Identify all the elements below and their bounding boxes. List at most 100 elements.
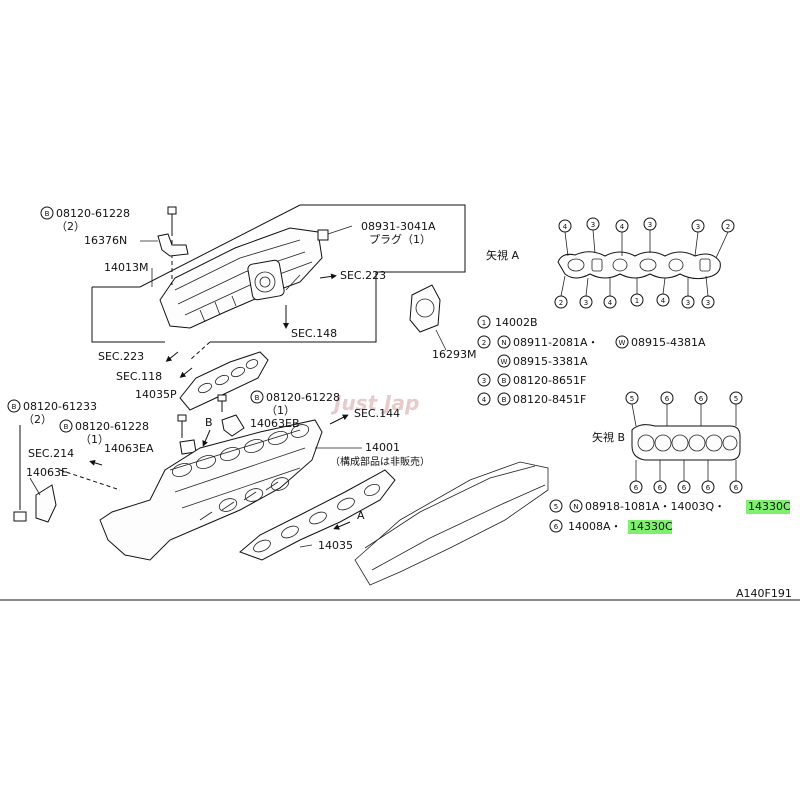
- label-sec-118: SEC.118: [116, 370, 162, 383]
- arrow-b: [202, 429, 211, 447]
- svg-text:14330C: 14330C: [630, 520, 673, 533]
- svg-text:14008A・: 14008A・: [568, 520, 622, 533]
- svg-text:08120-8651F: 08120-8651F: [513, 374, 586, 387]
- label-14001: 14001: [365, 441, 400, 454]
- plug-08931: [317, 225, 353, 241]
- svg-text:4: 4: [661, 297, 666, 305]
- label-plug-note: プラグ（1）: [369, 232, 431, 246]
- label-16293m: 16293M: [432, 348, 476, 361]
- label-14063ea: 14063EA: [104, 442, 154, 455]
- label-08931-3041a: 08931-3041A: [361, 220, 436, 233]
- gasket-14035: [239, 469, 396, 561]
- label-sec-148: SEC.148: [291, 327, 337, 340]
- svg-text:N: N: [573, 503, 578, 511]
- svg-text:W: W: [619, 339, 626, 347]
- svg-text:1: 1: [635, 297, 639, 305]
- label-14013m: 14013M: [104, 261, 148, 274]
- label-arrow-b: B: [205, 416, 213, 429]
- svg-text:N: N: [501, 339, 506, 347]
- svg-text:6: 6: [734, 484, 739, 492]
- label-sec-144: SEC.144: [354, 407, 400, 420]
- label-sec-223-top: SEC.223: [340, 269, 386, 282]
- gasket-14035p: [179, 351, 269, 411]
- label-arrow-a: A: [357, 509, 365, 522]
- view-a-callouts-top: 4 3 4 3 3 2: [558, 217, 735, 259]
- svg-text:4: 4: [563, 223, 568, 231]
- label-view-b: 矢視 B: [592, 430, 625, 444]
- svg-text:14002B: 14002B: [495, 316, 538, 329]
- label-sec-214: SEC.214: [28, 447, 74, 460]
- svg-text:2: 2: [482, 339, 486, 347]
- label-14063e: 14063E: [26, 466, 68, 479]
- arrow-sec144: [329, 414, 349, 425]
- svg-text:6: 6: [699, 395, 704, 403]
- svg-text:3: 3: [706, 299, 710, 307]
- svg-text:14330C: 14330C: [748, 500, 791, 513]
- svg-text:3: 3: [648, 221, 652, 229]
- b-marker: [250, 390, 264, 404]
- svg-text:6: 6: [706, 484, 711, 492]
- watermark: Just Jap: [330, 391, 419, 415]
- svg-text:4: 4: [608, 299, 613, 307]
- svg-text:08911-2081A・: 08911-2081A・: [513, 336, 598, 349]
- svg-text:6: 6: [634, 484, 639, 492]
- svg-text:4: 4: [482, 396, 487, 404]
- label-14063eb: 14063EB: [250, 417, 300, 430]
- legend: 1 14002B 2 N 08911-2081A・ W 08915-4381A …: [477, 315, 791, 534]
- label-figure-code: A140F191: [736, 587, 792, 600]
- svg-text:4: 4: [620, 223, 625, 231]
- label-bolt-08120-61233: 08120-61233: [23, 400, 97, 413]
- b-marker-label: B: [64, 423, 69, 431]
- svg-text:08918-1081A・14003Q・: 08918-1081A・14003Q・: [585, 500, 725, 513]
- view-b-callouts-top: 5 6 6 5: [625, 391, 743, 427]
- label-14001-note: （構成部品は非販売）: [330, 455, 430, 468]
- label-bolt-08120-61228-top: 08120-61228: [56, 207, 130, 220]
- svg-text:B: B: [502, 396, 507, 404]
- b-marker-label: B: [45, 210, 50, 218]
- label-view-a: 矢視 A: [486, 248, 519, 262]
- svg-text:1: 1: [482, 319, 486, 327]
- label-bolt-08120-61228-mid-qty: （1）: [80, 433, 109, 446]
- label-bolt-08120-61228-mid: 08120-61228: [75, 420, 149, 433]
- intake-manifold-14001: [99, 419, 323, 561]
- svg-text:08915-4381A: 08915-4381A: [631, 336, 706, 349]
- arrow-sec214: [89, 459, 103, 466]
- svg-text:3: 3: [591, 221, 595, 229]
- intake-collector-14013m: [159, 227, 323, 329]
- b-marker-label: B: [12, 403, 17, 411]
- svg-text:6: 6: [665, 395, 670, 403]
- bolt-mid-left: [177, 414, 187, 438]
- collector-frame: [91, 204, 466, 343]
- label-bolt-08120-61228-top-qty: （2）: [56, 220, 85, 233]
- bracket-14063e: [35, 484, 57, 523]
- b-marker: [40, 206, 54, 220]
- svg-text:5: 5: [630, 395, 634, 403]
- svg-text:W: W: [501, 358, 508, 366]
- svg-text:08120-8451F: 08120-8451F: [513, 393, 586, 406]
- label-14035p: 14035P: [135, 388, 177, 401]
- view-a-gasket: [557, 251, 721, 280]
- arrow-sec118: [179, 367, 193, 378]
- svg-text:2: 2: [559, 299, 563, 307]
- label-16376n: 16376N: [84, 234, 127, 247]
- svg-text:08915-3381A: 08915-3381A: [513, 355, 588, 368]
- bracket-14063eb: [221, 414, 245, 437]
- arrow-sec223-top: [319, 273, 337, 280]
- svg-text:5: 5: [734, 395, 738, 403]
- label-bolt-08120-61228-right: 08120-61228: [266, 391, 340, 404]
- label-bolt-08120-61228-right-qty: （1）: [266, 404, 295, 417]
- svg-text:5: 5: [554, 503, 558, 511]
- view-b-gasket: [631, 424, 741, 461]
- svg-text:3: 3: [686, 299, 690, 307]
- label-bolt-08120-61233-qty: （2）: [23, 413, 52, 426]
- b-marker: [59, 419, 73, 433]
- bracket-16376n: [140, 233, 189, 257]
- svg-text:3: 3: [696, 223, 700, 231]
- label-sec-223-left: SEC.223: [98, 350, 144, 363]
- svg-text:2: 2: [726, 223, 730, 231]
- arrow-sec223-left: [165, 351, 179, 362]
- svg-text:B: B: [502, 377, 507, 385]
- gasket-16293m: [409, 284, 447, 351]
- view-a-callouts-bottom: 2 3 4 1 4 3 3: [554, 275, 715, 309]
